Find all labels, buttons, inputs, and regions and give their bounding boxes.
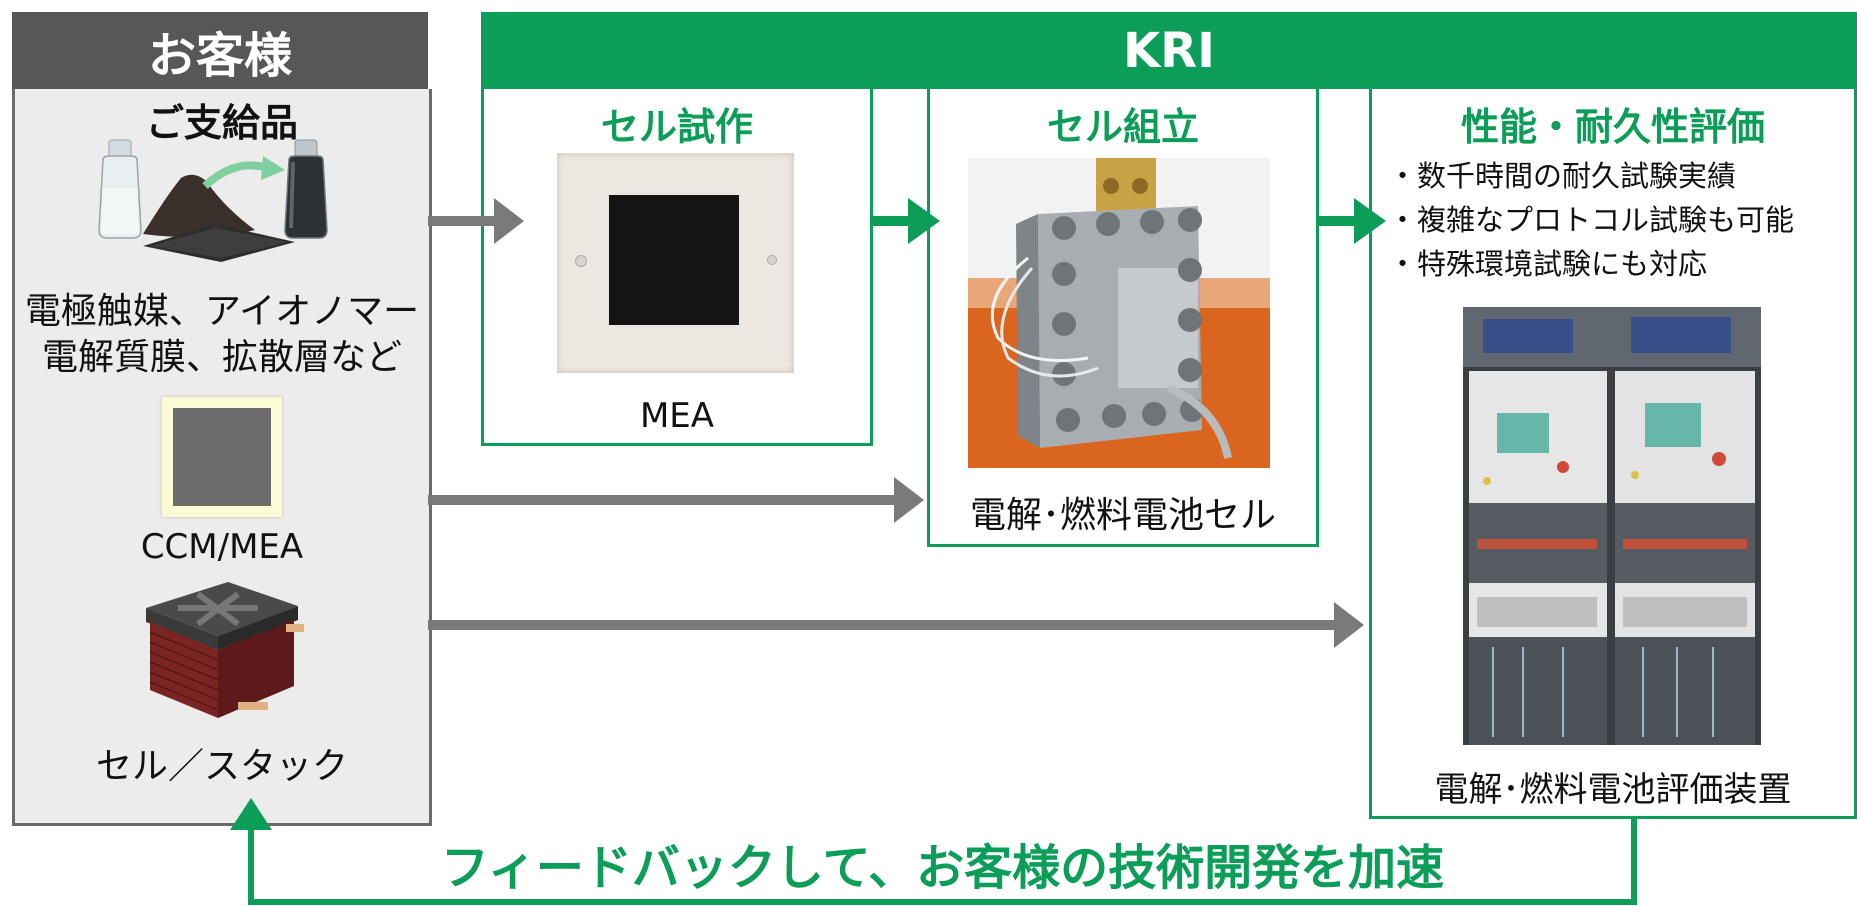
arrow-to-prototype [428,198,524,244]
arrow-to-assembly [428,477,924,523]
supplied-items-title: ご支給品 [145,101,298,145]
materials-line-2: 電解質膜、拡散層など [41,337,402,378]
bullet-protocol: ・複雑なプロトコル試験も可能 [1388,203,1795,237]
feedback-message: フィードバックして、お客様の技術開発を加速 [440,840,1445,896]
ccm-mea-thumbnail [162,397,282,517]
mea-photo [557,153,794,373]
feedback-loop [230,798,1637,905]
kri-header: KRI [481,12,1857,89]
bullet-durability: ・数千時間の耐久試験実績 [1388,159,1737,193]
materials-line-1: 電極触媒、アイオノマー [24,291,420,332]
materials-illustration [98,139,328,262]
bullet-special-env: ・特殊環境試験にも対応 [1388,247,1708,281]
arrow-to-evaluation [428,602,1364,648]
electrolysis-cell-photo [968,158,1270,468]
ccm-mea-label: CCM/MEA [140,527,304,567]
electrolysis-cell-caption: 電解･燃料電池セル [969,495,1276,536]
evaluation-bullets: ・数千時間の耐久試験実績 ・複雑なプロトコル試験も可能 ・特殊環境試験にも対応 [1388,154,1848,286]
cell-stack-label: セル／スタック [95,746,348,787]
customer-header: お客様 [12,12,428,89]
evaluation-equipment-photo [1463,307,1761,745]
evaluation-equipment-caption: 電解･燃料電池評価装置 [1434,770,1792,810]
arrow-prototype-to-assembly [873,198,940,244]
cell-prototype-title: セル試作 [600,105,753,149]
arrow-assembly-to-evaluation [1319,198,1386,244]
cell-stack-illustration [146,582,304,718]
cell-assembly-title: セル組立 [1046,105,1199,149]
mea-caption: MEA [639,396,715,436]
evaluation-title: 性能・耐久性評価 [1460,105,1765,149]
